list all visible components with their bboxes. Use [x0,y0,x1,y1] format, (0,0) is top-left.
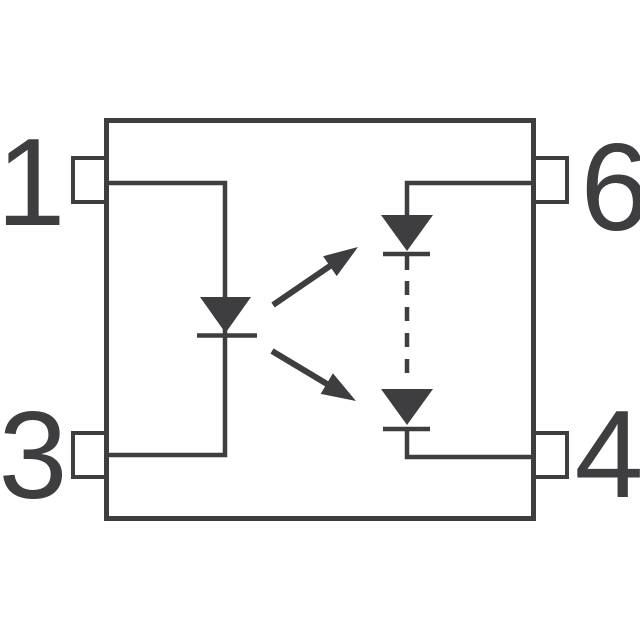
light-arrow-up-shaft [271,263,332,308]
pin-label-4: 4 [575,386,640,524]
light-emission-arrows [270,247,358,401]
photodiode-top [381,215,433,251]
emitter-wire [106,180,228,458]
light-arrow-down-head [320,373,356,401]
pin-4-pad [532,431,569,479]
light-arrow-up-head [323,247,358,277]
led-emitter-diode [200,297,251,333]
pin-1-pad [71,156,108,204]
pin-6-pad [532,156,569,204]
pin-label-1: 1 [0,114,65,252]
detector-top-wire [404,180,534,215]
light-arrow-down-shaft [270,348,329,387]
detector-bottom-wire [404,427,534,460]
pin-3-pad [71,431,108,479]
photodiode-bottom [381,389,433,425]
package-outline [104,118,536,521]
pin-label-6: 6 [581,119,640,257]
pin-label-3: 3 [0,387,67,525]
